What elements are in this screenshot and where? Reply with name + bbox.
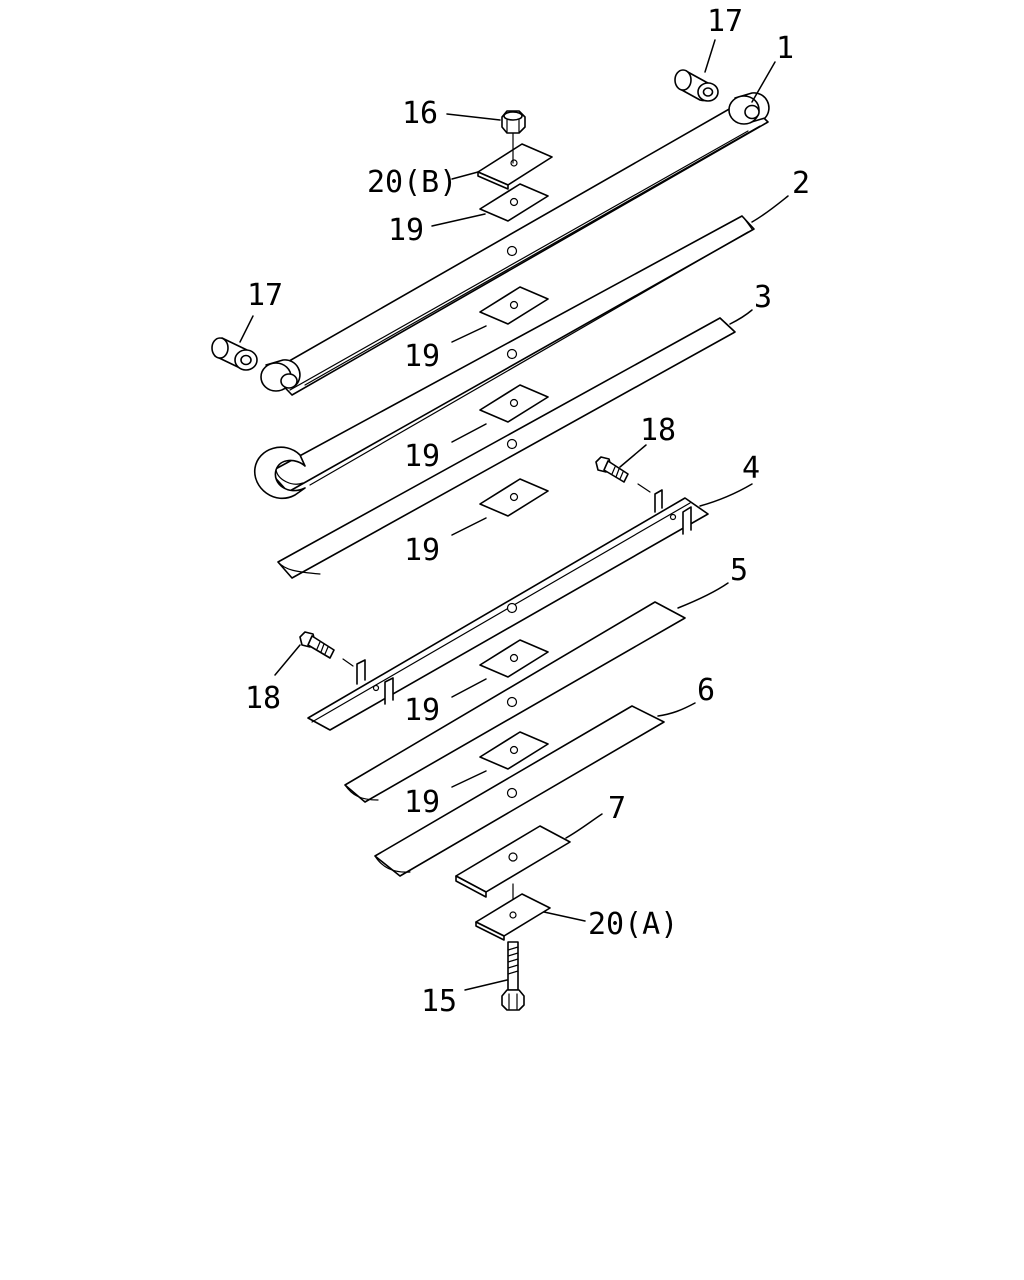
plate-20b	[477, 143, 553, 190]
clip-bolt-18-top	[595, 456, 651, 493]
callout-2: 2	[792, 166, 810, 201]
callout-19-f: 19	[404, 785, 440, 820]
clip-leaf-4-right	[654, 489, 692, 535]
pad-19-6	[479, 731, 549, 770]
callout-20b: 20(B)	[367, 165, 457, 200]
callout-3: 3	[754, 280, 772, 315]
leader-lines	[239, 39, 789, 991]
callout-17-top: 17	[707, 4, 743, 39]
leaf-2	[269, 215, 755, 493]
callout-15: 15	[421, 984, 457, 1019]
callout-16: 16	[402, 96, 438, 131]
callout-19-b: 19	[404, 339, 440, 374]
clip-bolt-18-left	[299, 631, 354, 667]
eye-leaf-2	[254, 446, 306, 500]
callout-19-a: 19	[388, 213, 424, 248]
callout-19-e: 19	[404, 693, 440, 728]
nut-16	[501, 110, 526, 164]
plate-7	[455, 825, 571, 898]
pad-19-1	[479, 183, 549, 222]
leaf-3	[277, 317, 736, 579]
plate-20a	[475, 883, 551, 941]
eye-bush-leaf-1-right	[728, 92, 770, 125]
callout-7: 7	[608, 791, 626, 826]
callout-20a: 20(A)	[588, 907, 678, 942]
clip-leaf-4-left	[356, 659, 394, 705]
eye-bush-leaf-1-left	[260, 359, 301, 392]
center-bolt-15	[501, 941, 525, 1011]
callout-19-c: 19	[404, 439, 440, 474]
leaf-6	[374, 705, 665, 877]
pad-19-2	[479, 286, 549, 325]
callout-6: 6	[697, 673, 715, 708]
callout-5: 5	[730, 553, 748, 588]
pad-19-5	[479, 639, 549, 678]
callout-1: 1	[776, 31, 794, 66]
callout-18-left: 18	[245, 681, 281, 716]
callouts: 1 17 16 20(B) 19 2 17 3 19 18 19 4 19 5 …	[245, 4, 810, 1019]
callout-19-d: 19	[404, 533, 440, 568]
leaf-4	[307, 497, 709, 731]
pad-19-4	[479, 478, 549, 517]
pad-19-3	[479, 384, 549, 423]
callout-4: 4	[742, 451, 760, 486]
bushing-17-top	[674, 69, 719, 102]
callout-18-top: 18	[640, 413, 676, 448]
leaf-5	[344, 601, 686, 803]
callout-17-left: 17	[247, 278, 283, 313]
bushing-17-left	[211, 337, 258, 371]
